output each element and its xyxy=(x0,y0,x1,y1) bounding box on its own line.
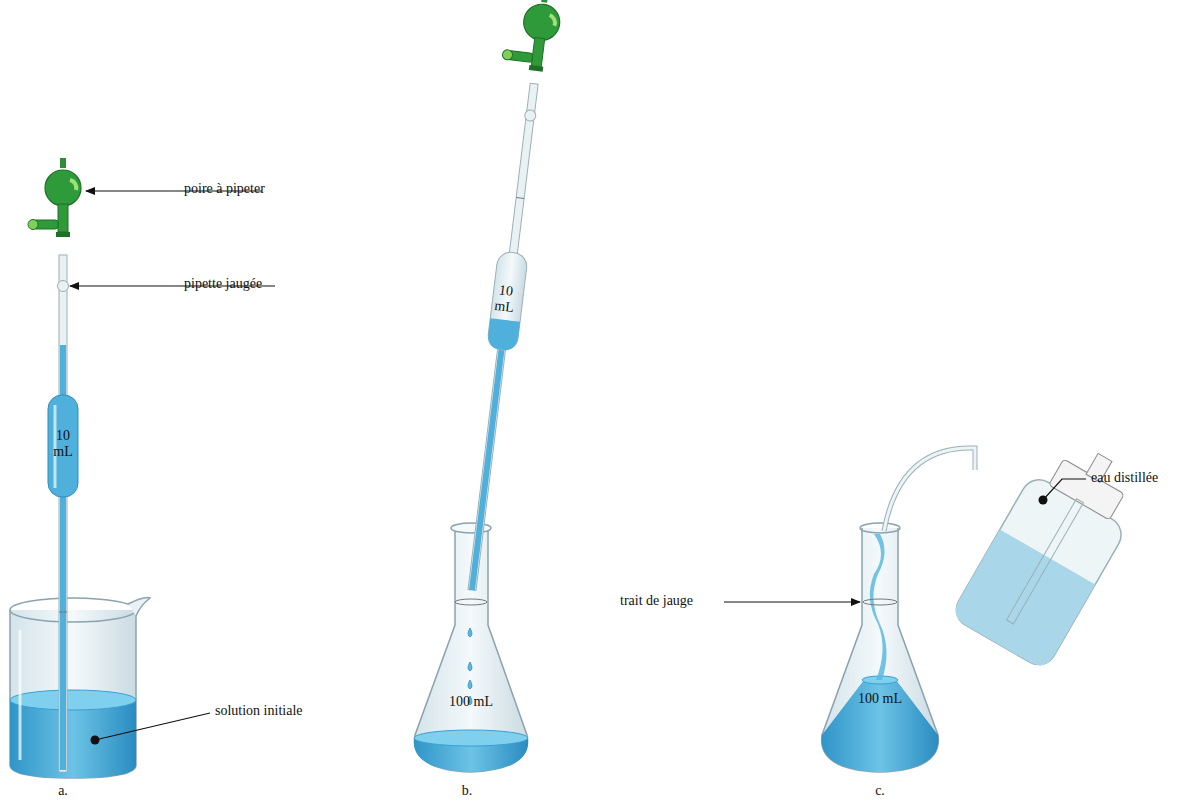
volume-mark: 10 mL xyxy=(490,282,520,317)
flask-b xyxy=(414,523,528,772)
flask-c xyxy=(822,523,939,772)
volume-mark: 100 mL xyxy=(858,691,902,707)
part-label: trait de jauge xyxy=(620,593,693,609)
part-label: solution initiale xyxy=(215,703,303,719)
part-label: poire à pipeter xyxy=(184,181,265,197)
pipette-b xyxy=(437,0,563,592)
panel-letter: b. xyxy=(462,783,473,799)
wash-bottle xyxy=(884,430,1153,671)
beaker xyxy=(10,598,150,778)
part-label: pipette jaugée xyxy=(184,276,262,292)
panel-letter: c. xyxy=(875,783,885,799)
volume-mark: 100 mL xyxy=(449,694,493,710)
panel-letter: a. xyxy=(58,783,68,799)
volume-mark: 10 mL xyxy=(50,428,76,460)
pipette-a xyxy=(28,158,81,772)
part-label: eau distillée xyxy=(1091,470,1158,486)
